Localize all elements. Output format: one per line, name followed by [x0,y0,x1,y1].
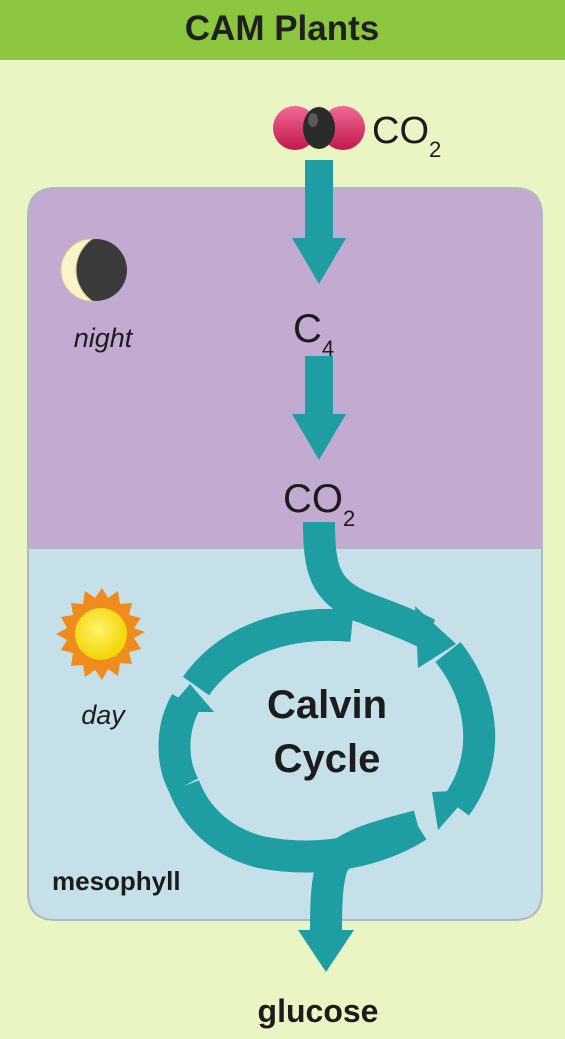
page-title: CAM Plants [185,9,379,48]
cycle-top-arc [182,608,354,696]
c4-subscript: 4 [322,336,334,361]
glucose-exit-stream [310,810,423,935]
moon-icon [60,238,127,302]
co2-input-label: CO2 [372,110,441,162]
co2-input-subscript: 2 [429,137,441,162]
glucose-arrowhead [298,930,354,972]
cycle-left-arc [158,693,201,794]
c4-label: C4 [293,307,334,361]
co2-molecule-icon [273,106,365,150]
cycle-right-arc [435,642,496,816]
calvin-cycle-label-line2: Cycle [274,737,381,781]
night-panel [27,187,543,549]
glucose-label: glucose [258,993,379,1029]
fixation-arrow [292,160,346,284]
day-label: day [81,700,126,730]
header-bar [0,0,565,60]
cycle-arrowhead-left [166,684,214,712]
calvin-cycle-ring [158,521,496,972]
night-label: night [74,323,134,353]
release-arrow [292,356,346,460]
mesophyll-label: mesophyll [52,866,181,896]
c4-base: C [293,307,322,351]
co2-released-subscript: 2 [343,506,355,531]
calvin-cycle-label-line1: Calvin [267,683,387,727]
co2-input-base: CO [372,110,429,152]
cycle-arrowhead-right [432,790,473,830]
cycle-arrowhead-top [415,606,456,668]
sun-icon [56,588,145,680]
co2-released-base: CO [283,477,343,521]
co2-entry-stream [303,521,436,649]
co2-released-label: CO2 [283,477,355,531]
